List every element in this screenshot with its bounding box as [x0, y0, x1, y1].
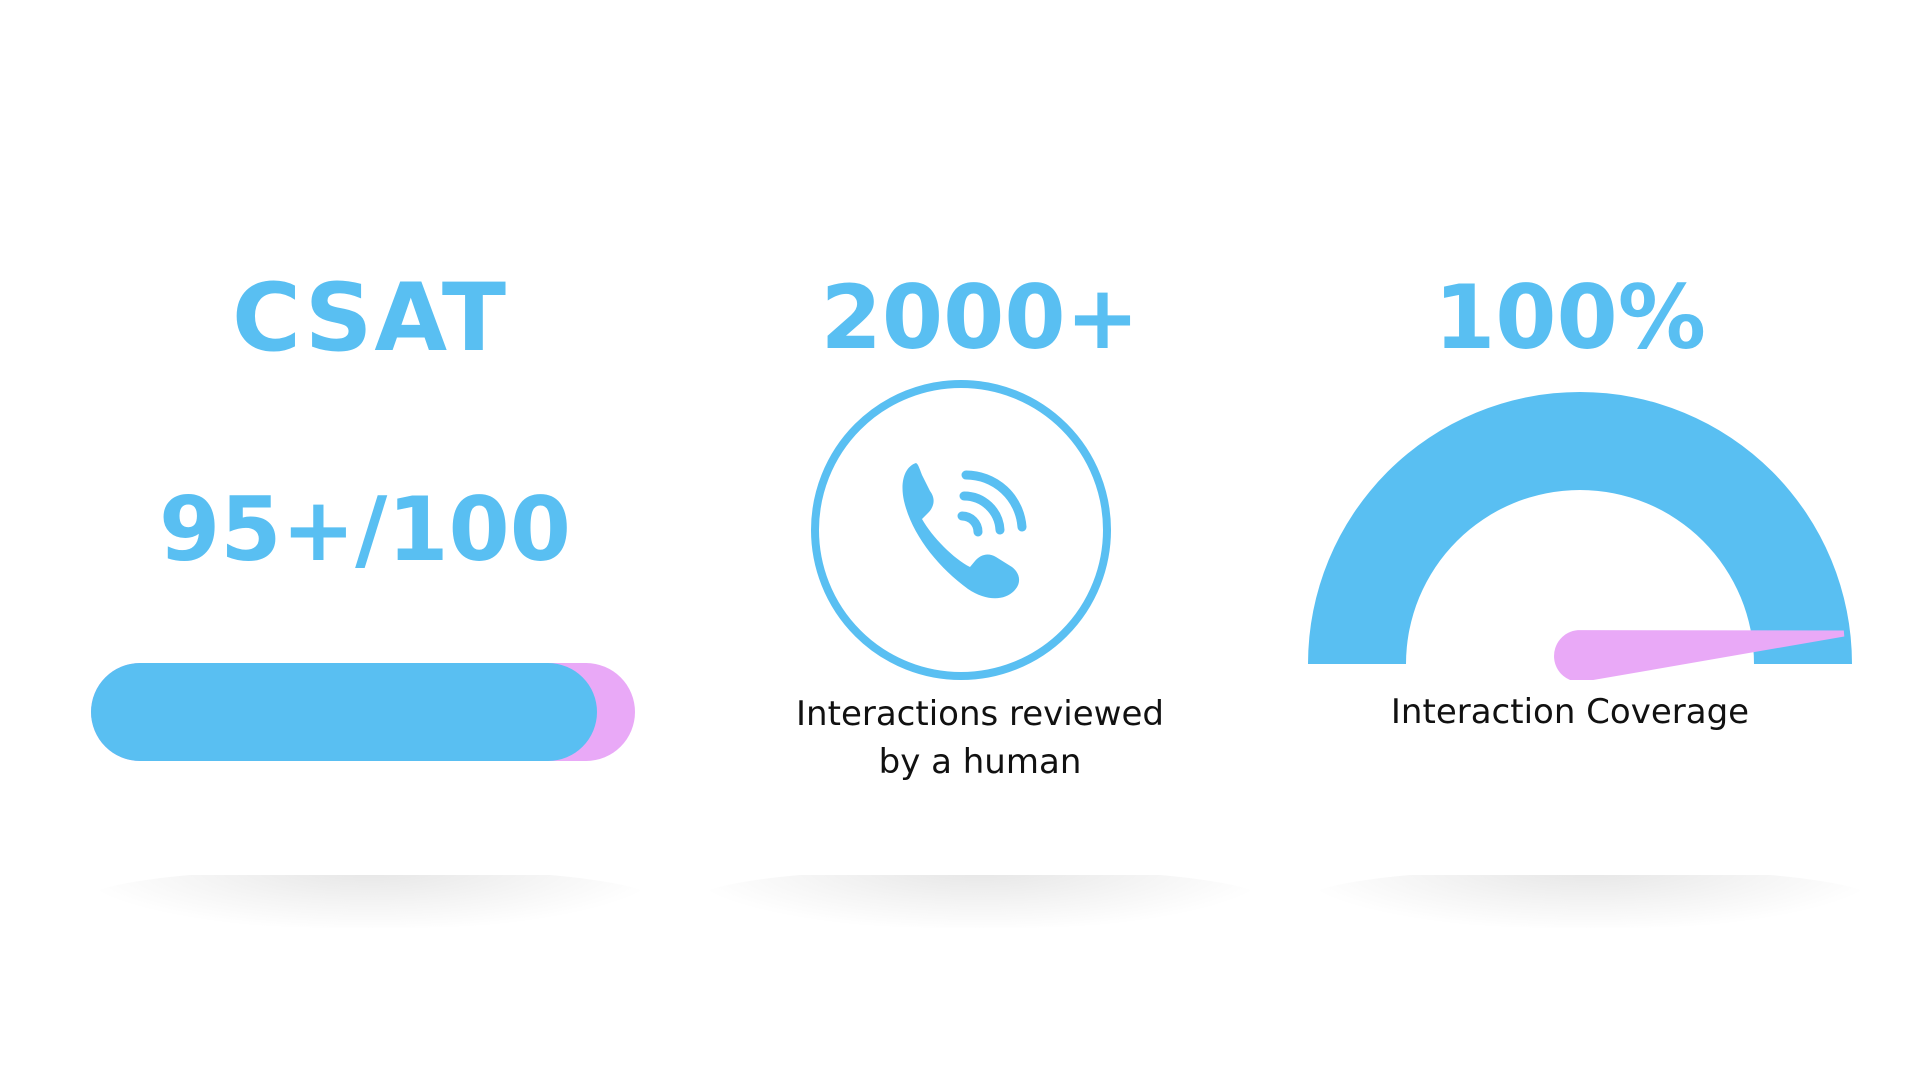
csat-title: CSAT	[231, 264, 508, 373]
reviews-caption-line1: Interactions reviewed	[796, 694, 1164, 734]
csat-score: 95+/100	[158, 478, 572, 581]
csat-card-shadow	[90, 868, 650, 928]
coverage-gauge	[1308, 392, 1852, 680]
coverage-gauge-needle	[1554, 630, 1845, 680]
csat-card	[80, 255, 660, 875]
coverage-caption: Interaction Coverage	[1390, 692, 1750, 732]
coverage-value: 100%	[1434, 266, 1706, 369]
csat-progress-fill	[91, 663, 597, 761]
reviews-card-shadow	[700, 868, 1260, 928]
coverage-gauge-arc	[1308, 392, 1852, 664]
coverage-card-shadow	[1310, 868, 1870, 928]
phone-ringing-icon	[811, 380, 1111, 680]
reviews-caption-line2: by a human	[878, 742, 1082, 782]
reviews-value: 2000+	[820, 266, 1140, 369]
